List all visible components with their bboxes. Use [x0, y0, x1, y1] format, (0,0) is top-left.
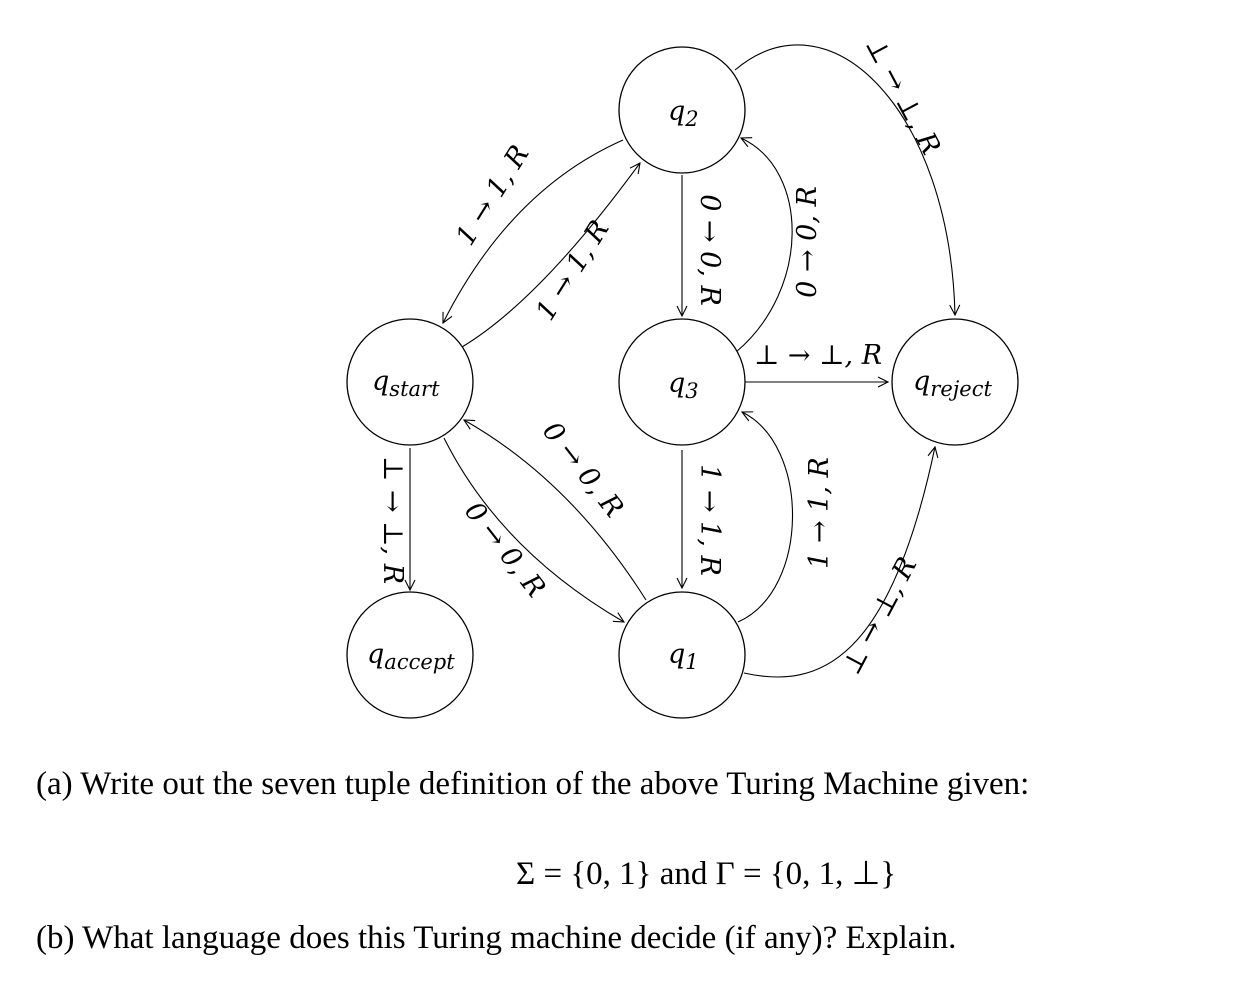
edge-qstart-to-q2 [461, 163, 640, 348]
label-q1-to-q3: 1 → 1, R [804, 457, 835, 569]
edge-q2-to-qstart [443, 139, 624, 323]
edge-qstart-to-q1 [443, 437, 624, 622]
svg-text:q2: q2 [668, 96, 699, 131]
state-q3: q3 [618, 318, 746, 446]
state-q1: q1 [618, 591, 746, 719]
edge-q3-to-q2 [735, 138, 793, 353]
state-q2: q2 [618, 46, 746, 174]
svg-text:q1: q1 [668, 639, 699, 674]
edge-q1-to-qreject [743, 447, 935, 678]
label-q3-to-qreject: ⊥ → ⊥, R [754, 340, 882, 371]
turing-machine-diagram: q2 q3 q1 qstart qaccept qreject 1 → 1, R… [346, 32, 1019, 719]
label-q2-to-q3: 0 → 0, R [694, 194, 725, 306]
state-qaccept: qaccept [346, 591, 474, 719]
label-q2-to-qstart: 1 → 1, R [450, 140, 535, 251]
edge-q1-to-q3 [737, 412, 794, 623]
question-part-b: (b) What language does this Turing machi… [36, 920, 957, 956]
edge-q2-to-qreject [734, 44, 955, 315]
svg-text:q3: q3 [668, 368, 699, 403]
svg-text:qstart: qstart [372, 366, 440, 401]
label-q2-to-qreject: ⊥ → ⊥, R [859, 32, 947, 160]
state-qstart: qstart [346, 318, 474, 446]
state-qreject: qreject [891, 318, 1019, 446]
edge-q1-to-qstart [464, 420, 647, 601]
label-qstart-to-q2: 1 → 1, R [530, 215, 615, 326]
label-q1-to-qreject: ⊥ → ⊥, R [836, 552, 924, 680]
alphabet-formula: Σ = {0, 1} and Γ = {0, 1, ⊥} [516, 856, 897, 892]
label-qstart-to-q1: 0 → 0, R [458, 496, 551, 603]
svg-text:qreject: qreject [913, 366, 992, 401]
label-q3-to-q1: 1 → 1, R [694, 464, 725, 576]
svg-text:qaccept: qaccept [367, 639, 455, 674]
question-part-a: (a) Write out the seven tuple definition… [36, 766, 1030, 802]
label-qstart-to-qaccept: ⊥ → ⊥, R [377, 456, 408, 584]
label-q1-to-qstart: 0 → 0, R [536, 416, 629, 523]
label-q3-to-q2: 0 → 0, R [792, 186, 823, 298]
